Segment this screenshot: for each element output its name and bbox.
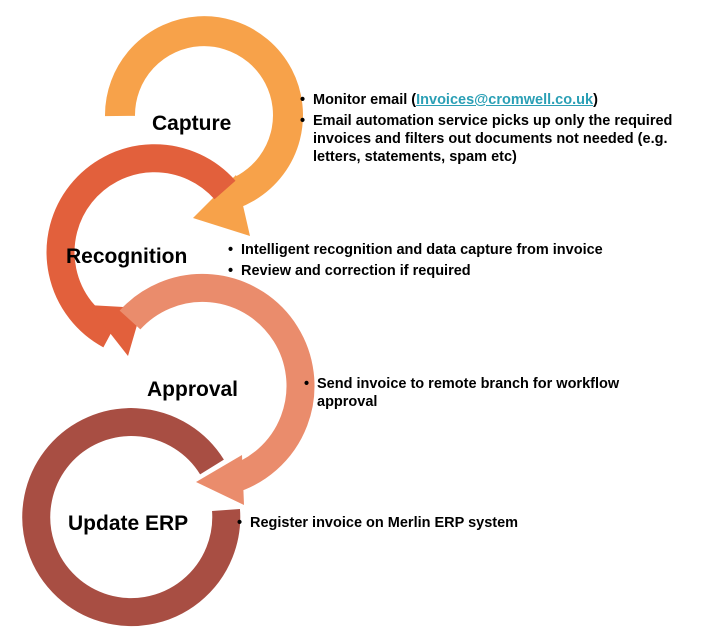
capture-arrowhead xyxy=(193,175,250,236)
stage-label-update-erp: Update ERP xyxy=(68,512,189,535)
update-erp-arc-ring xyxy=(22,408,241,627)
approval-arc xyxy=(119,273,315,505)
update-erp-arc xyxy=(22,408,241,627)
approval-arc-ring xyxy=(119,273,315,494)
stage-label-recognition: Recognition xyxy=(66,245,188,268)
recognition-bullets: Intelligent recognition and data capture… xyxy=(228,241,688,283)
recognition-bullet-capture: Intelligent recognition and data capture… xyxy=(228,241,688,259)
capture-bullet-automation-text: Email automation service picks up only t… xyxy=(313,113,673,165)
capture-bullet-prefix: Monitor email ( xyxy=(313,92,417,108)
email-link[interactable]: Invoices@cromwell.co.uk xyxy=(416,92,594,108)
capture-bullets: Monitor email (Invoices@cromwell.co.uk) … xyxy=(300,91,690,169)
approval-bullets: Send invoice to remote branch for workfl… xyxy=(304,375,664,414)
capture-bullet-automation: Email automation service picks up only t… xyxy=(300,112,690,166)
capture-arc xyxy=(104,16,303,236)
recognition-bullet-review-text: Review and correction if required xyxy=(241,263,471,279)
recognition-bullet-capture-text: Intelligent recognition and data capture… xyxy=(241,242,603,258)
update-erp-bullet-register: Register invoice on Merlin ERP system xyxy=(237,514,637,532)
update-erp-bullet-register-text: Register invoice on Merlin ERP system xyxy=(250,515,519,531)
approval-arrowhead xyxy=(196,455,244,505)
capture-bullet-suffix: ) xyxy=(593,92,598,108)
update-erp-bullets: Register invoice on Merlin ERP system xyxy=(237,514,637,535)
recognition-arc-ring xyxy=(46,144,236,348)
approval-bullet-send-text: Send invoice to remote branch for workfl… xyxy=(317,376,620,410)
recognition-bullet-review: Review and correction if required xyxy=(228,262,688,280)
stage-label-approval: Approval xyxy=(147,378,239,401)
capture-arc-ring xyxy=(104,16,303,213)
stage-label-capture: Capture xyxy=(152,112,232,135)
approval-bullet-send: Send invoice to remote branch for workfl… xyxy=(304,375,664,411)
capture-bullet-monitor-email: Monitor email (Invoices@cromwell.co.uk) xyxy=(300,91,690,109)
